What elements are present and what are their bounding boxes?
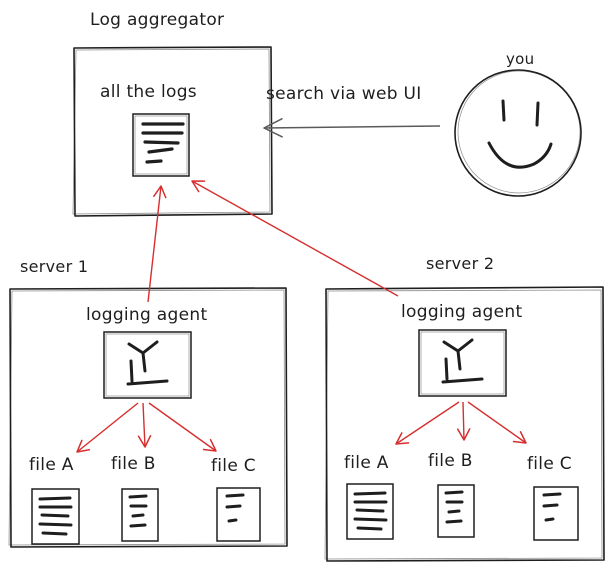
aggregator-store-label: all the logs <box>100 82 197 102</box>
agent-2-to-file-b-arrow <box>456 401 471 441</box>
server-2-title: server 2 <box>426 254 495 273</box>
server-2-agent-label: logging agent <box>401 302 523 322</box>
server-1-agent-label: logging agent <box>86 305 208 325</box>
aggregated-log-document-icon <box>132 113 190 177</box>
user-label: you <box>506 50 535 68</box>
server-2-file-a-label: file A <box>344 453 389 473</box>
server-2-file-c-label: file C <box>527 454 572 474</box>
server-1-file-a-label: file A <box>29 455 74 475</box>
agent-2-to-file-a-arrow <box>395 401 460 445</box>
server-1-title: server 1 <box>20 257 89 276</box>
server-2-file-b-icon <box>437 484 475 538</box>
server-2-file-b-label: file B <box>428 451 473 471</box>
search-action-label: search via web UI <box>266 84 422 104</box>
server-1-box <box>8 287 288 548</box>
agent-2-to-file-c-arrow <box>467 401 527 444</box>
server-2-file-a-icon <box>346 483 394 540</box>
server-1-file-c-label: file C <box>211 456 256 476</box>
user-smiley-icon <box>454 69 582 197</box>
agent-1-to-file-c-arrow <box>148 402 217 452</box>
agent-1-to-aggregator-arrow <box>147 185 167 303</box>
server-1-file-c-icon <box>216 487 261 542</box>
server-2-box <box>324 286 605 562</box>
server-1-file-a-icon <box>31 488 80 545</box>
server-2-agent-icon <box>418 329 507 397</box>
aggregator-box <box>72 46 273 217</box>
agent-1-to-file-a-arrow <box>76 402 139 453</box>
search-arrow <box>263 118 441 138</box>
agent-1-to-file-b-arrow <box>137 402 152 448</box>
agent-2-to-aggregator-arrow <box>191 180 399 297</box>
aggregator-title: Log aggregator <box>90 10 225 30</box>
server-2-file-c-icon <box>533 486 579 541</box>
server-1-file-b-icon <box>121 488 159 542</box>
server-1-agent-icon <box>103 331 192 399</box>
server-1-file-b-label: file B <box>111 454 156 474</box>
